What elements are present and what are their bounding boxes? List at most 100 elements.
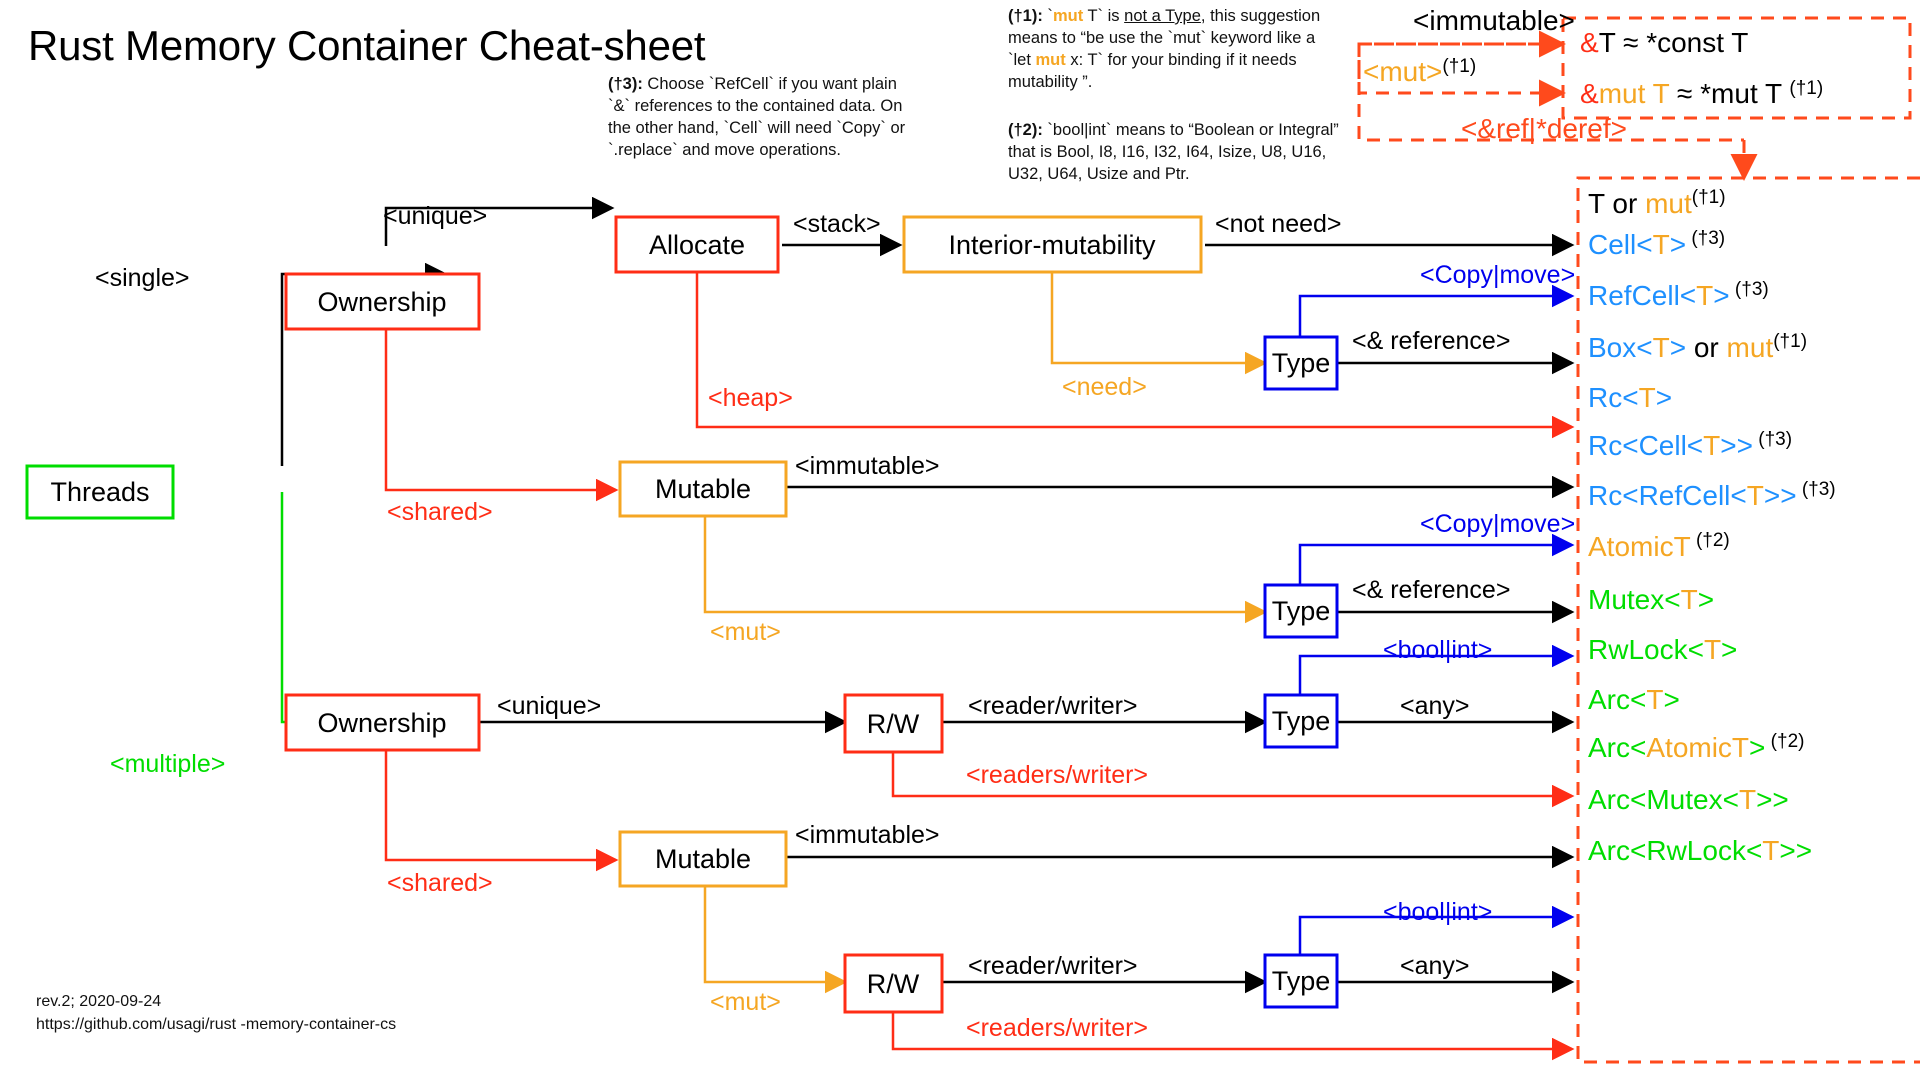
edge-mutable2-to-rw2 xyxy=(703,886,848,994)
edge-label-single: <single> xyxy=(95,264,190,292)
ref-row-2: &mut T ≈ *mut T (†1) xyxy=(1580,78,1823,109)
edge-type1-to-cell xyxy=(1298,284,1575,337)
edge-label-ref-1: <& reference> xyxy=(1352,327,1510,355)
edge-mutable1-to-type2 xyxy=(703,516,1268,624)
edge-interior-to-type1 xyxy=(1050,272,1268,375)
node-threads[interactable]: Threads xyxy=(25,464,175,520)
note-1-seg2: T` is xyxy=(1083,7,1125,25)
reference-dashed-box xyxy=(1357,16,1912,181)
node-mutable-2-label: Mutable xyxy=(655,844,751,874)
edge-ownership1-to-mutable1 xyxy=(384,302,619,502)
edge-label-readers-writer-1: <readers/writer> xyxy=(966,761,1148,789)
edge-label-bool-int-2: <bool|int> xyxy=(1383,898,1492,926)
node-allocate-label: Allocate xyxy=(649,230,745,260)
node-mutable-2[interactable]: Mutable xyxy=(618,830,788,888)
node-type-3[interactable]: Type xyxy=(1263,693,1339,749)
edge-type2-to-rc-cell xyxy=(1298,533,1575,585)
node-rw-2-label: R/W xyxy=(867,969,920,999)
note-3: (†3): Choose `RefCell` if you want plain… xyxy=(608,74,908,173)
output-box-t-or-mut: Box<T> or mut(†1) xyxy=(1588,331,1807,363)
edge-label-reader-writer-1: <reader/writer> xyxy=(968,692,1138,720)
node-mutable-1[interactable]: Mutable xyxy=(618,460,788,518)
note-1-seg3: , this suggestion means to “be use the `… xyxy=(1008,7,1321,69)
edge-label-immutable-1: <immutable> xyxy=(795,452,940,480)
output-refcell-t: RefCell<T> (†3) xyxy=(1588,279,1769,311)
ref-deref-label: <&ref|*deref> xyxy=(1461,113,1627,144)
edge-label-readers-writer-2: <readers/writer> xyxy=(966,1014,1148,1042)
edge-label-any-1: <any> xyxy=(1400,692,1470,720)
edge-label-ref-2: <& reference> xyxy=(1352,576,1510,604)
edge-label-unique-1: <unique> xyxy=(383,202,487,230)
edge-label-shared-2: <shared> xyxy=(387,869,493,897)
output-arc-atomic-t: Arc<AtomicT> (†2) xyxy=(1588,731,1804,763)
edge-ownership2-to-mutable2 xyxy=(384,750,619,872)
edge-label-need: <need> xyxy=(1062,373,1147,401)
note-3-tag: (†3): xyxy=(608,75,643,93)
node-ownership-2-label: Ownership xyxy=(317,708,446,738)
note-1-mut-1: mut xyxy=(1052,7,1084,25)
node-type-1[interactable]: Type xyxy=(1263,335,1339,391)
footer-url: https://github.com/usagi/rust -memory-co… xyxy=(36,1016,397,1034)
edge-rw2-to-arc-rwlock xyxy=(891,1012,1575,1061)
output-mutex-t: Mutex<T> xyxy=(1588,584,1714,615)
edge-label-copy-move-1: <Copy|move> xyxy=(1420,261,1575,289)
output-rc-refcell-t: Rc<RefCell<T>> (†3) xyxy=(1588,479,1836,511)
outputs-dashed-frame xyxy=(1576,176,1920,1064)
output-cell-t: Cell<T> (†3) xyxy=(1588,228,1725,260)
node-mutable-1-label: Mutable xyxy=(655,474,751,504)
output-atomic-t: AtomicT (†2) xyxy=(1588,530,1730,562)
note-2: (†2): `bool|int` means to “Boolean or In… xyxy=(1008,120,1348,197)
edge-label-shared-1: <shared> xyxy=(387,498,493,526)
note-1-seg1: ` xyxy=(1042,7,1053,25)
node-ownership-2[interactable]: Ownership xyxy=(284,693,481,752)
edge-label-copy-move-2: <Copy|move> xyxy=(1420,510,1575,538)
output-rc-cell-t: Rc<Cell<T>> (†3) xyxy=(1588,429,1792,461)
node-type-1-label: Type xyxy=(1272,348,1331,378)
node-type-2-label: Type xyxy=(1272,596,1331,626)
node-threads-label: Threads xyxy=(50,477,149,507)
edge-label-heap: <heap> xyxy=(708,384,793,412)
node-type-4-label: Type xyxy=(1272,966,1331,996)
ref-mut-label: <mut>(†1) xyxy=(1363,56,1476,87)
node-type-4[interactable]: Type xyxy=(1263,953,1339,1009)
node-type-3-label: Type xyxy=(1272,706,1331,736)
note-1-underlined: not a Type xyxy=(1124,7,1201,25)
page-title: Rust Memory Container Cheat-sheet xyxy=(28,22,706,69)
edge-ownership1-to-allocate xyxy=(384,196,615,246)
edge-label-stack: <stack> xyxy=(793,210,881,238)
ref-immutable-label: <immutable> xyxy=(1413,5,1575,36)
outputs-group: T or mut(†1) Cell<T> (†3) RefCell<T> (†3) B… xyxy=(1588,187,1836,866)
output-t-or-mut: T or mut(†1) xyxy=(1588,187,1726,219)
note-2-text: `bool|int` means to “Boolean or Integral… xyxy=(1008,121,1339,183)
node-interior-mutability-label: Interior-mutability xyxy=(948,230,1156,260)
node-type-2[interactable]: Type xyxy=(1263,583,1339,639)
note-1-tag: (†1): xyxy=(1008,7,1043,25)
edge-label-immutable-2: <immutable> xyxy=(795,821,940,849)
edge-label-mut-1: <mut> xyxy=(710,618,781,646)
note-1-mut-2: mut xyxy=(1035,50,1066,69)
note-2-tag: (†2): xyxy=(1008,121,1043,139)
note-3-text: Choose `RefCell` if you want plain `&` r… xyxy=(608,75,906,159)
edge-label-not-need: <not need> xyxy=(1215,210,1342,238)
node-rw-2[interactable]: R/W xyxy=(843,953,944,1014)
node-ownership-1[interactable]: Ownership xyxy=(284,272,481,331)
output-arc-mutex-t: Arc<Mutex<T>> xyxy=(1588,784,1789,815)
edge-label-any-2: <any> xyxy=(1400,952,1470,980)
node-interior-mutability[interactable]: Interior-mutability xyxy=(902,215,1203,274)
edge-threads-to-ownership-2 xyxy=(280,492,448,734)
edge-label-reader-writer-2: <reader/writer> xyxy=(968,952,1138,980)
edge-label-multiple: <multiple> xyxy=(110,750,225,778)
node-rw-1-label: R/W xyxy=(867,709,920,739)
output-rc-t: Rc<T> xyxy=(1588,382,1672,413)
ref-row-1: &T ≈ *const T xyxy=(1580,27,1748,58)
footer-revision: rev.2; 2020-09-24 xyxy=(36,993,162,1010)
edge-label-bool-int-1: <bool|int> xyxy=(1383,636,1492,664)
node-allocate[interactable]: Allocate xyxy=(614,215,780,274)
note-1: (†1): `mut T` is not a Type, this sugges… xyxy=(1008,6,1338,105)
edge-allocate-heap-to-box xyxy=(695,272,1575,439)
edge-label-unique-2: <unique> xyxy=(497,692,601,720)
edge-label-mut-2: <mut> xyxy=(710,988,781,1016)
output-arc-rwlock-t: Arc<RwLock<T>> xyxy=(1588,835,1812,866)
node-rw-1[interactable]: R/W xyxy=(843,693,944,754)
